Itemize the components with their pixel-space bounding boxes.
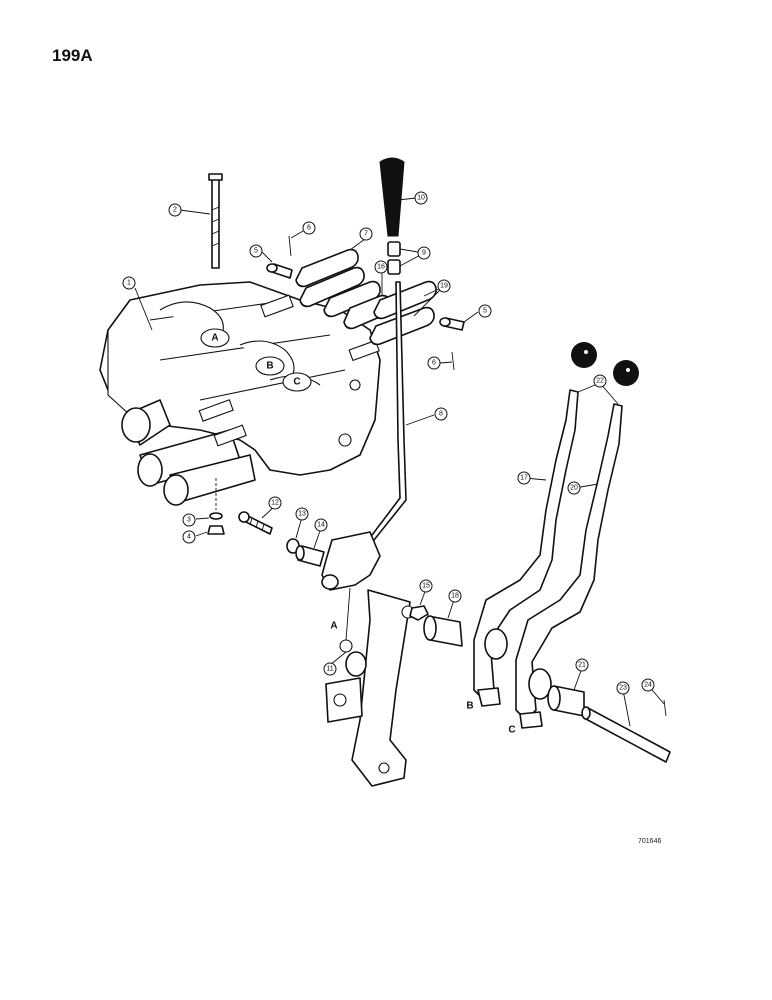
svg-text:3: 3 <box>187 517 191 524</box>
lever-section-letter-b: B <box>466 701 473 712</box>
washer-and-nut <box>207 478 225 535</box>
tie-bolt <box>208 173 223 269</box>
svg-text:20: 20 <box>570 485 578 492</box>
callout-6-lower: 6 <box>427 356 441 370</box>
callout-21: 21 <box>575 658 589 672</box>
callout-4: 4 <box>182 530 196 544</box>
svg-text:15: 15 <box>422 583 430 590</box>
svg-text:21: 21 <box>578 662 586 669</box>
svg-text:13: 13 <box>298 511 306 518</box>
callout-18: 18 <box>448 589 462 603</box>
link-plates-lower <box>343 280 437 346</box>
callout-2: 2 <box>168 203 182 217</box>
reference-code: 701646 <box>638 838 662 845</box>
callout-22: 22 <box>593 374 607 388</box>
cotter-pin-upper <box>288 235 292 257</box>
lever-bushings <box>387 241 401 275</box>
page-number: 199A <box>52 46 93 65</box>
svg-text:5: 5 <box>254 248 258 255</box>
lever-c <box>515 403 623 729</box>
callout-10: 10 <box>414 191 428 205</box>
callout-8: 8 <box>434 407 448 421</box>
callout-17: 17 <box>517 471 531 485</box>
svg-text:17: 17 <box>520 475 528 482</box>
clevis-pin-lower <box>439 317 465 331</box>
callout-5-upper: 5 <box>249 244 263 258</box>
shift-lever-knob <box>379 157 405 237</box>
callout-11: 11 <box>323 662 337 676</box>
callout-23: 23 <box>616 681 630 695</box>
svg-text:23: 23 <box>619 685 627 692</box>
callout-24: 24 <box>641 678 655 692</box>
callout-5-lower: 5 <box>478 304 492 318</box>
callout-16: 16 <box>374 260 388 274</box>
svg-text:4: 4 <box>187 534 191 541</box>
callout-12: 12 <box>268 496 282 510</box>
lever-knobs <box>571 342 639 386</box>
svg-text:11: 11 <box>326 666 333 673</box>
svg-text:8: 8 <box>439 411 443 418</box>
callout-15: 15 <box>419 579 433 593</box>
svg-text:6: 6 <box>432 360 436 367</box>
section-letter-a: A <box>211 333 218 344</box>
svg-text:6: 6 <box>307 225 311 232</box>
callout-20: 20 <box>567 481 581 495</box>
pivot-bushing <box>423 615 463 647</box>
callout-14: 14 <box>314 518 328 532</box>
pivot-bracket: A <box>321 531 415 787</box>
svg-text:14: 14 <box>317 522 325 529</box>
lever-b <box>473 389 579 707</box>
svg-text:7: 7 <box>364 231 368 238</box>
callout-1: 1 <box>122 276 136 290</box>
roll-pin <box>663 699 667 717</box>
cotter-pin-lower <box>451 351 455 371</box>
section-letter-c: C <box>293 377 300 388</box>
svg-text:16: 16 <box>377 264 385 271</box>
svg-text:9: 9 <box>422 250 426 257</box>
control-valve-assembly: A B C <box>99 281 381 506</box>
svg-text:22: 22 <box>596 378 604 385</box>
callout-13: 13 <box>295 507 309 521</box>
svg-text:24: 24 <box>644 682 652 689</box>
callout-9: 9 <box>417 246 431 260</box>
callout-6-upper: 6 <box>302 221 316 235</box>
svg-text:10: 10 <box>417 195 425 202</box>
callout-19: 19 <box>437 279 451 293</box>
callout-3: 3 <box>182 513 196 527</box>
callout-7: 7 <box>359 227 373 241</box>
lever-bushing <box>547 685 585 717</box>
svg-text:1: 1 <box>127 280 131 287</box>
link-plates-upper <box>295 248 381 318</box>
lever-section-letter-c: C <box>508 725 515 736</box>
adjusting-bolt <box>238 511 273 535</box>
spacer-tube <box>295 545 325 567</box>
pivot-shaft <box>581 706 671 763</box>
clevis-pin-upper <box>266 263 293 279</box>
lock-nut <box>409 605 429 621</box>
svg-text:12: 12 <box>271 500 279 507</box>
svg-text:19: 19 <box>440 283 448 290</box>
svg-text:5: 5 <box>483 308 487 315</box>
svg-text:2: 2 <box>173 207 177 214</box>
bracket-section-letter-a: A <box>330 621 337 632</box>
svg-text:18: 18 <box>451 593 459 600</box>
section-letter-b: B <box>266 361 273 372</box>
callout-leaders <box>134 197 665 727</box>
